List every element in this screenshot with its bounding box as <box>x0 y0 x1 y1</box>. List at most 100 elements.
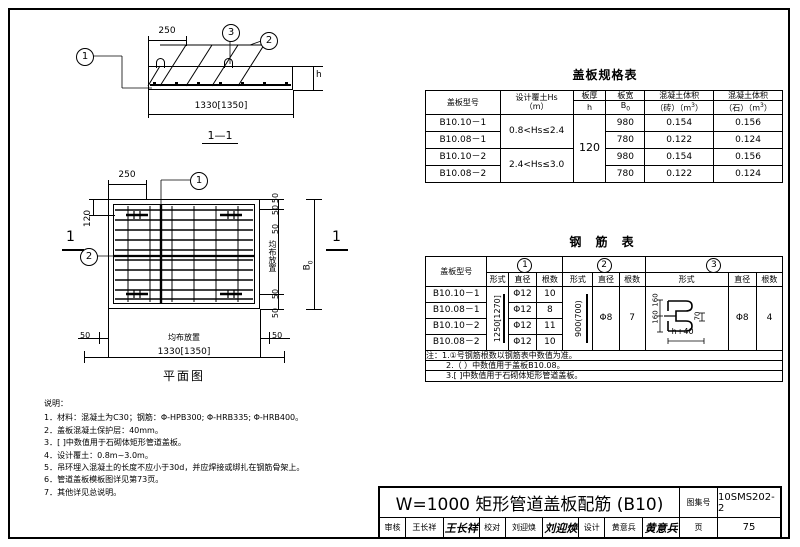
sign-role-design: 设计 <box>579 518 606 537</box>
marker-bubble-3: 3 <box>222 24 240 42</box>
cell-vol-brick: 0.122 <box>644 130 715 149</box>
note-item: 1．材料：混凝土为C30；钢筋：Φ-HPB300; Φ-HRB335; Φ-HR… <box>44 413 304 423</box>
th-cover-l2: （m） <box>524 102 549 112</box>
dim-line-total <box>148 114 293 115</box>
cell-model: B10.08－1 <box>425 130 501 149</box>
signature-row: 审核 王长祥 王长祥 校对 刘迎焕 刘迎焕 设计 黄意兵 黄意兵 <box>380 518 680 537</box>
spec-table: 盖板型号 设计覆土Hs （m） 板厚 板宽 混凝土体积 混凝土体积 h B0 （… <box>425 89 783 183</box>
table-row: B10.08－1 Φ12 8 <box>424 302 783 319</box>
note-item: 2．盖板混凝土保护层：40mm。 <box>44 425 163 435</box>
ext-line <box>89 199 111 200</box>
dim-b0-label: B0 <box>302 260 315 271</box>
th-width-l2: B0 <box>605 100 646 115</box>
even-placement-label-h: 均布放置 <box>168 333 200 342</box>
cell-vol-stone: 0.156 <box>713 147 783 166</box>
cell-group3-shape: 160 160 70 h+40 <box>644 286 729 351</box>
rebar-table: 盖板型号 1 2 3 形式 直径 根数 形式 直径 根数 形式 直径 根数 B1… <box>424 256 784 382</box>
rebar-note-row: 2.（ ）中数值用于盖板B10.08。 <box>425 360 783 372</box>
ext-line <box>260 309 284 310</box>
cell-vol-brick: 0.122 <box>644 164 715 183</box>
sign-name-design: 黄意兵 <box>605 518 644 537</box>
slab-outline <box>148 66 293 90</box>
g3-dim-160a: 160 <box>651 293 660 307</box>
th-model: 盖板型号 <box>425 90 501 115</box>
cell-width: 980 <box>605 113 646 132</box>
cell-g1-count: 10 <box>536 286 564 303</box>
th-group-3: 3 <box>644 256 784 273</box>
rebar-table-title: 钢 筋 表 <box>569 235 639 249</box>
ext-line <box>84 351 85 363</box>
cell-model: B10.10－1 <box>424 286 488 303</box>
dim-50-label: 50 <box>271 223 281 235</box>
dim-50-right-label: 50 <box>272 331 283 340</box>
rebar-dot <box>285 82 288 85</box>
cell-g3-dia: Φ8 <box>727 286 757 351</box>
notes-heading: 说明： <box>44 399 68 408</box>
cell-g1-dia: Φ12 <box>507 302 538 319</box>
spec-table-title: 盖板规格表 <box>572 68 638 82</box>
dim-50-label: 50 <box>271 288 281 300</box>
dim-line-b0 <box>314 199 315 309</box>
group-2-bubble: 2 <box>596 258 612 273</box>
even-placement-label-v: 均布放置 <box>268 240 277 272</box>
marker-bubble-1: 1 <box>76 48 94 66</box>
rebar-note-3: 3.[ ]中数值用于石砌体矩形管道盖板。 <box>425 370 783 382</box>
th-cover: 设计覆土Hs （m） <box>499 90 574 115</box>
ext-line <box>89 215 115 216</box>
cell-cover: 2.4<Hs≤3.0 <box>499 147 574 183</box>
dim-total-label: 1330[1350] <box>154 348 214 357</box>
cell-g1-count: 11 <box>536 318 564 335</box>
marker-bubble-2: 2 <box>80 248 98 266</box>
ext-line <box>293 66 305 67</box>
ext-line <box>260 199 284 200</box>
ext-line <box>146 180 147 200</box>
th-width-l1: 板宽 <box>605 89 646 102</box>
dim-line-250 <box>108 184 146 185</box>
cell-width: 780 <box>605 130 646 149</box>
cell-width: 980 <box>605 147 646 166</box>
section-view-1-1: 250 1330[1350] h 1 2 3 1—1 <box>60 14 370 149</box>
cell-g2-count: 7 <box>618 286 646 351</box>
spec-table-header-row: 盖板型号 设计覆土Hs （m） 板厚 板宽 混凝土体积 混凝土体积 <box>425 89 783 115</box>
spec-table-header-row2: h B0 （砖）（m3） （石）（m3） <box>426 100 783 115</box>
dim-line-50-left <box>78 338 108 339</box>
table-row: B10.10－1 0.8<Hs≤2.4 120 980 0.154 0.156 <box>425 113 783 183</box>
rebar-dot <box>197 82 200 85</box>
dim-50-left-label: 50 <box>80 331 91 340</box>
th-dia: 直径 <box>592 272 620 287</box>
cell-g1-dia: Φ12 <box>507 318 538 335</box>
cell-model: B10.08－2 <box>425 164 501 183</box>
ext-line <box>303 66 323 67</box>
dim-250-label: 250 <box>158 26 176 36</box>
rebar-note-2: 2.（ ）中数值用于盖板B10.08。 <box>425 360 783 372</box>
label-underline <box>202 143 238 144</box>
dim-h-label: h <box>316 70 322 80</box>
rebar-note-1: 注：1.①号钢筋根数以钢筋表中数值为准。 <box>425 349 783 362</box>
group-1-bubble: 1 <box>517 258 533 273</box>
rebar-header-row1: 盖板型号 1 2 3 <box>424 256 784 287</box>
cell-g3-count: 4 <box>755 286 784 351</box>
section-mark-left: 1 <box>66 229 75 245</box>
th-vol-stone-l1: 混凝土体积 <box>713 89 783 102</box>
rebar-dot <box>241 82 244 85</box>
table-row: B10.10－1 1250[1270] Φ12 10 900(700) Φ8 7 <box>424 286 784 351</box>
plan-view: 1 2 250 120 1 1 50 50 50 50 <box>60 162 380 387</box>
ext-line <box>260 309 261 357</box>
ext-line <box>303 90 323 91</box>
cell-g1-count: 10 <box>536 334 564 351</box>
th-group-2: 2 <box>562 256 646 273</box>
ext-line <box>306 309 322 310</box>
ext-line <box>186 36 187 46</box>
ext-line <box>260 209 284 210</box>
note-item: 6．管道盖板模板图详见第73页。 <box>44 475 164 485</box>
cell-vol-stone: 0.124 <box>713 164 783 183</box>
atlas-no-value: 10SMS202-2 <box>718 488 780 518</box>
th-count: 根数 <box>536 272 564 287</box>
dim-line-h <box>313 66 314 90</box>
th-vol-brick-l2: （砖）（m3） <box>644 100 715 115</box>
notes-block: 说明： 1．材料：混凝土为C30；钢筋：Φ-HPB300; Φ-HRB335; … <box>44 398 374 499</box>
ext-line <box>306 199 322 200</box>
th-thick-l1: 板厚 <box>572 89 607 102</box>
rebar-note-row: 3.[ ]中数值用于石砌体矩形管道盖板。 <box>425 370 783 382</box>
